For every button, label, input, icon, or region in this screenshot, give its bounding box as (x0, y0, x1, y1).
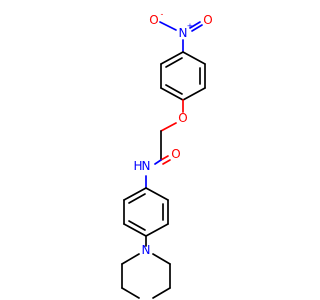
ring2-bond-inner (128, 193, 146, 204)
bond-c-o-carbonyl-b (162, 159, 171, 165)
ring1-bond (160, 51, 184, 65)
ring1-bond (182, 51, 206, 65)
bond-n-o-double-b (191, 24, 203, 32)
bond-c-o-carbonyl-a (160, 155, 169, 161)
bonds (121, 21, 206, 299)
piperazine-bond (152, 253, 171, 265)
piperazine-bond (121, 253, 140, 265)
nitro-o-minus-label: O (149, 13, 158, 27)
carbonyl-o-label: O (171, 147, 180, 161)
nitro-n-charge: + (187, 22, 194, 31)
ring2-bond-inner (128, 220, 146, 231)
ring2-bond (145, 223, 169, 237)
ring2-bond (123, 223, 147, 237)
ring1-bond-inner (165, 57, 183, 68)
atom-labels: N + O - O O O N H N (133, 10, 212, 258)
amide-n-label: N (142, 159, 151, 173)
molecule-structure: N + O - O O O N H N (121, 10, 213, 299)
piperazine-bond (152, 287, 171, 299)
bond-c-n-amide (154, 159, 162, 165)
piperazine-bond (121, 287, 140, 299)
amide-h-label: H (133, 159, 142, 173)
nitro-o-double-label: O (203, 13, 212, 27)
bond-n-o-single (159, 21, 177, 31)
nitro-o-charge: - (161, 10, 164, 19)
ring1-bond (160, 87, 184, 101)
ring2-bond (145, 187, 169, 201)
ring1-bond-inner (165, 84, 183, 95)
bond-n-o-double-a (189, 21, 201, 29)
piperazine-n1-label: N (142, 243, 151, 257)
ring2-bond (123, 187, 147, 201)
bond-o-ch2 (160, 122, 177, 132)
nitro-n-label: N (179, 26, 188, 40)
ring1-bond (182, 87, 206, 101)
ether-o-label: O (178, 111, 187, 125)
